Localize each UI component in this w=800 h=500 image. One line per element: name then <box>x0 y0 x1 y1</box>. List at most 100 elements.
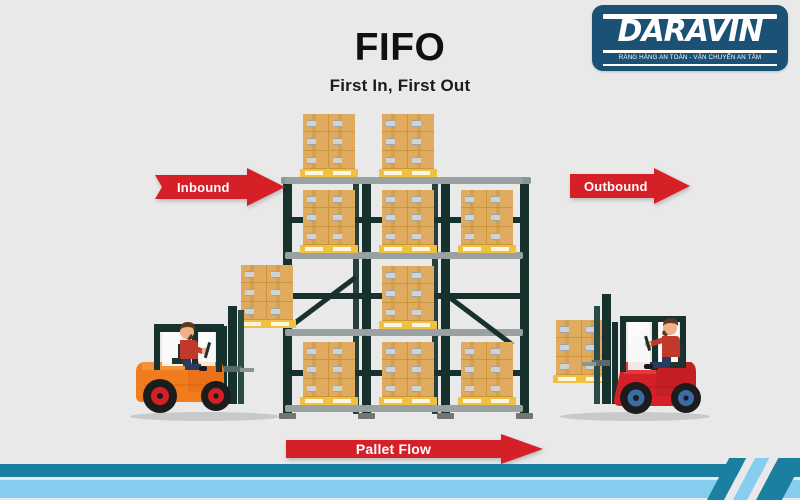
box-row <box>303 151 355 169</box>
pallet-slot <box>333 247 351 251</box>
carton <box>408 379 434 397</box>
carton <box>487 360 513 379</box>
box-label <box>465 214 474 221</box>
box-row <box>303 114 355 132</box>
rack-foot-plate <box>358 413 375 419</box>
carton <box>303 342 329 360</box>
pallet-flow-arrow[interactable]: Pallet Flow <box>286 434 543 464</box>
rack-upright-cap <box>518 177 531 184</box>
rack-diagonal-brace <box>445 293 514 347</box>
box-stack <box>382 114 434 169</box>
rack-beam <box>285 252 365 259</box>
daravin-logo: DARAVIN RÀNG HÀNG AN TOÀN - VẬN CHUYỂN A… <box>592 5 788 71</box>
pallet-slot <box>412 323 430 327</box>
pallet-slot <box>491 399 509 403</box>
pallet-slot <box>305 247 323 251</box>
pallet <box>379 169 437 177</box>
carton <box>303 151 329 169</box>
carton <box>241 265 267 283</box>
pallet-load <box>300 190 358 253</box>
carton <box>382 114 408 132</box>
outbound-forklift <box>558 288 713 418</box>
box-row <box>382 379 434 397</box>
rack-upright <box>518 177 531 414</box>
box-label <box>386 138 395 145</box>
pallet-slot <box>333 399 351 403</box>
logo-tagline: RÀNG HÀNG AN TOÀN - VẬN CHUYỂN AN TÂM <box>618 54 762 61</box>
footer-band-dark <box>0 464 800 477</box>
logo-bar-top <box>603 14 777 19</box>
carton <box>408 342 434 360</box>
box-label <box>245 271 254 278</box>
box-label <box>586 326 595 333</box>
carton <box>382 132 408 151</box>
rack-beam <box>364 405 444 412</box>
box-label <box>386 385 395 392</box>
pallet-slot <box>243 322 261 326</box>
box-stack <box>556 320 608 375</box>
box-label <box>333 120 342 127</box>
box-label <box>465 385 474 392</box>
pallet-load <box>458 190 516 253</box>
carton <box>267 283 293 302</box>
carton <box>408 266 434 284</box>
carton <box>329 208 355 227</box>
carton <box>329 360 355 379</box>
pallet-load <box>379 342 437 405</box>
box-label <box>412 272 421 279</box>
carton <box>241 283 267 302</box>
box-row <box>461 190 513 208</box>
carton <box>382 190 408 208</box>
box-label <box>412 157 421 164</box>
box-label <box>386 233 395 240</box>
box-stack <box>461 342 513 397</box>
carton <box>408 303 434 321</box>
carton <box>329 132 355 151</box>
box-label <box>491 348 500 355</box>
box-label <box>412 385 421 392</box>
box-label <box>412 233 421 240</box>
box-label <box>386 157 395 164</box>
carton <box>461 379 487 397</box>
inbound-arrow[interactable]: Inbound <box>155 168 285 206</box>
box-label <box>386 214 395 221</box>
box-label <box>333 385 342 392</box>
box-row <box>241 283 293 302</box>
outbound-arrow[interactable]: Outbound <box>570 168 690 204</box>
box-label <box>412 214 421 221</box>
box-label <box>333 157 342 164</box>
carton <box>382 208 408 227</box>
rack-beam <box>364 252 444 259</box>
pallet-load <box>379 114 437 177</box>
box-label <box>386 272 395 279</box>
rack-beam <box>285 329 365 336</box>
pallet-slot <box>305 171 323 175</box>
carton <box>267 302 293 320</box>
carton <box>461 208 487 227</box>
box-label <box>333 348 342 355</box>
rack-beam <box>443 252 523 259</box>
box-label <box>386 309 395 316</box>
pallet <box>300 245 358 253</box>
box-stack <box>461 190 513 245</box>
box-label <box>307 157 316 164</box>
box-label <box>333 196 342 203</box>
pallet <box>379 397 437 405</box>
box-row <box>382 190 434 208</box>
carton <box>382 227 408 245</box>
inbound-arrow-shape <box>155 168 285 206</box>
box-row <box>241 302 293 320</box>
box-row <box>382 266 434 284</box>
box-row <box>382 132 434 151</box>
rack-beam <box>443 177 523 184</box>
box-row <box>382 303 434 321</box>
rack-beam <box>364 177 444 184</box>
pallet-slot <box>271 322 289 326</box>
carton <box>487 227 513 245</box>
pallet-slot <box>384 323 402 327</box>
box-row <box>461 360 513 379</box>
carton <box>556 320 582 338</box>
box-label <box>412 138 421 145</box>
box-stack <box>303 190 355 245</box>
pallet-slot <box>491 247 509 251</box>
